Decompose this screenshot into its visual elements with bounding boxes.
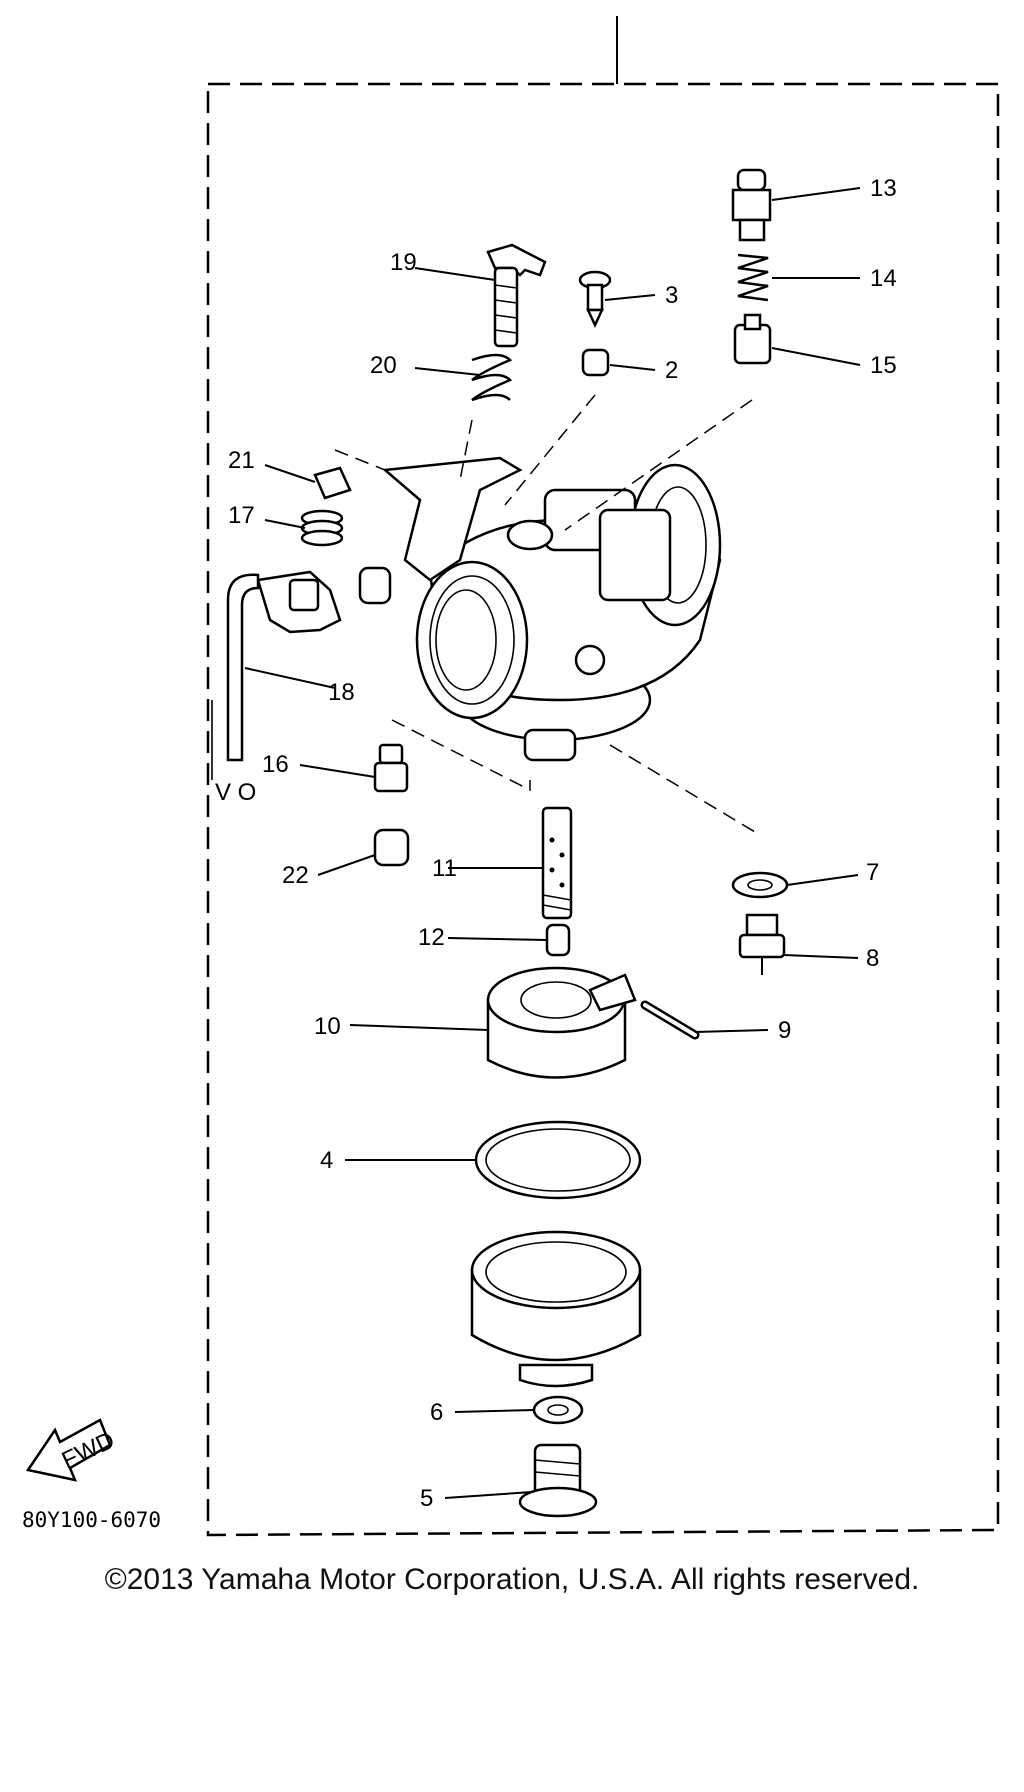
callout-18: 18 — [328, 679, 355, 706]
callout-6: 6 — [430, 1399, 443, 1426]
callout-21: 21 — [228, 447, 255, 474]
callout-8: 8 — [866, 945, 879, 972]
callout-labels: 13 14 15 3 2 19 20 21 17 18 16 22 11 12 … — [228, 175, 897, 1512]
copyright-notice: ©2013 Yamaha Motor Corporation, U.S.A. A… — [104, 1563, 920, 1596]
callout-3: 3 — [665, 282, 678, 309]
carburetor-body — [358, 456, 722, 762]
part-15-leader — [564, 399, 753, 531]
fwd-arrow-icon: FWD — [25, 1418, 119, 1482]
part-7-leader — [609, 744, 761, 836]
callout-12: 12 — [418, 924, 445, 951]
part-16-jet — [373, 743, 409, 793]
callout-4: 4 — [320, 1147, 333, 1174]
callout-7: 7 — [866, 859, 879, 886]
part-21-leader — [334, 449, 386, 471]
callout-16: 16 — [262, 751, 289, 778]
part-2-plug — [581, 348, 610, 377]
callout-11: 11 — [432, 855, 457, 882]
part-13-valve — [731, 168, 772, 242]
callout-leaders — [244, 187, 861, 1499]
callout-2: 2 — [665, 357, 678, 384]
callout-5: 5 — [420, 1485, 433, 1512]
callout-22: 22 — [282, 862, 309, 889]
part-14-spring — [737, 253, 769, 302]
part-20-leader — [459, 419, 473, 481]
part-21-cap — [313, 466, 352, 500]
part-4-gasket — [474, 1120, 642, 1200]
part-19-throttle-stop-screw — [486, 243, 547, 348]
part-17-spring — [300, 509, 344, 547]
callout-14: 14 — [870, 265, 897, 292]
float-bowl — [470, 1230, 642, 1388]
part-20-spring — [471, 353, 513, 402]
callout-10: 10 — [314, 1013, 341, 1040]
callout-19: 19 — [390, 249, 417, 276]
part-11-needle-jet — [541, 806, 573, 920]
part-15-needle-holder — [733, 313, 772, 365]
part-9-float-pin — [640, 1000, 700, 1040]
hose-end-marks: V O — [215, 779, 256, 806]
callout-20: 20 — [370, 352, 397, 379]
drawing-code: 80Y100-6070 — [22, 1508, 161, 1532]
part-2-leader — [504, 394, 596, 506]
callout-13: 13 — [870, 175, 897, 202]
part-7-washer — [731, 871, 789, 899]
part-5-drain-plug — [518, 1443, 598, 1518]
part-10-float — [486, 966, 637, 1079]
part-12-main-jet — [545, 923, 571, 957]
callout-15: 15 — [870, 352, 897, 379]
callout-9: 9 — [778, 1017, 791, 1044]
assembly-frame — [206, 16, 1000, 1537]
part-8-float-valve — [738, 913, 786, 975]
callout-17: 17 — [228, 502, 255, 529]
part-18-choke-hose — [211, 570, 342, 780]
part-3-screw — [578, 270, 612, 328]
part-22-plug — [373, 828, 410, 867]
part-6-washer — [532, 1395, 584, 1425]
part-16-leader — [391, 719, 531, 792]
